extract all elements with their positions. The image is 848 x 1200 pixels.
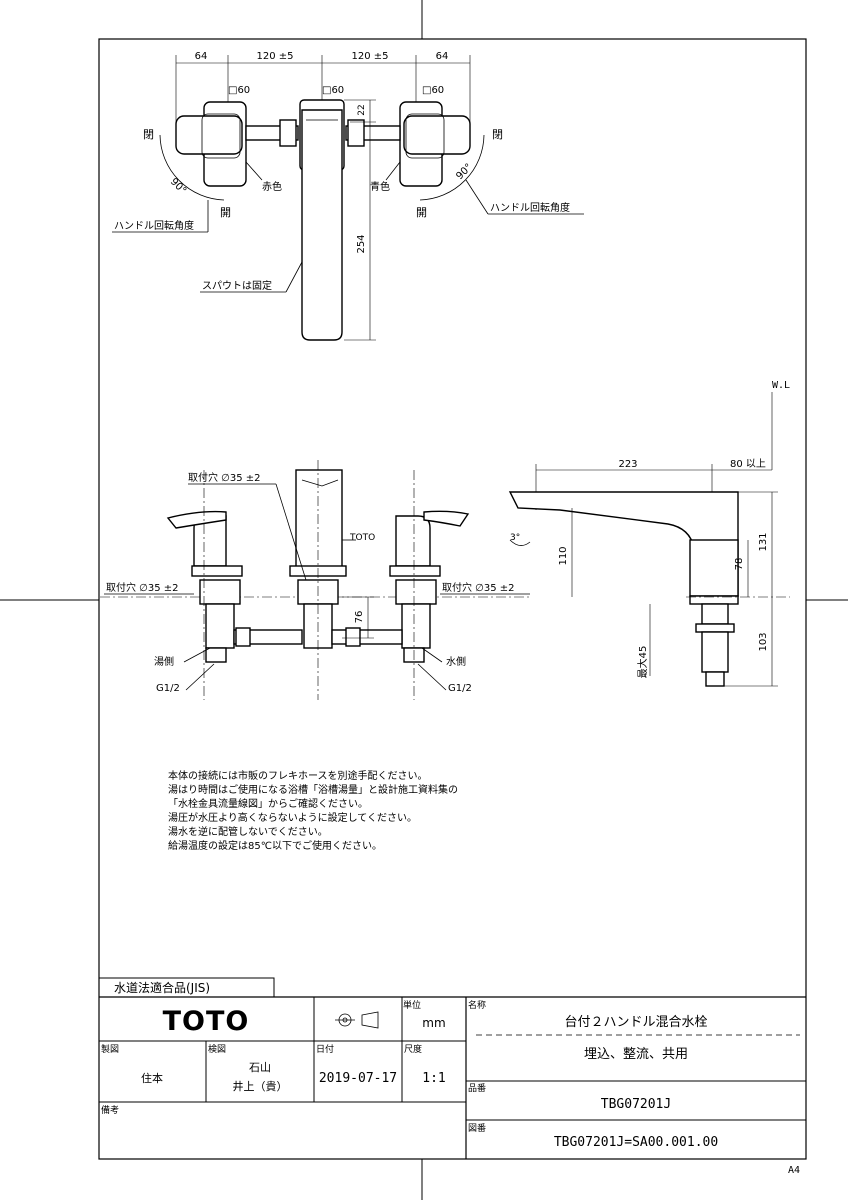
spout-arm (301, 109, 343, 341)
handle-left-lever (175, 115, 243, 155)
rotation-arc-left (159, 134, 225, 201)
label-cold-side: 水側 (446, 655, 466, 668)
label-close-left: 閉 (143, 128, 154, 141)
part-number: TBG07201J (601, 1097, 671, 1112)
jis-label: 水道法適合品(JIS) (114, 980, 210, 995)
unit-value: mm (422, 1016, 445, 1030)
dim-64-left: 64 (195, 51, 208, 62)
note-line: 湯水を逆に配管しないでください。 (168, 825, 328, 838)
handle-right-lever (403, 115, 471, 155)
dim-254: 254 (356, 234, 367, 253)
front-view: 取付穴 ∅35 ±2 取付穴 ∅35 ±2 取付穴 ∅35 ±2 TOTO 76… (100, 460, 530, 700)
product-name: 台付２ハンドル混合水栓 (564, 1015, 707, 1030)
label-red: 赤色 (262, 180, 282, 193)
rotation-arc-right (419, 134, 485, 201)
date-value: 2019-07-17 (319, 1071, 397, 1086)
dim-103: 103 (758, 632, 769, 651)
label-hole-right: 取付穴 ∅35 ±2 (442, 581, 515, 594)
product-subname: 埋込、整流、共用 (584, 1047, 688, 1062)
note-line: 本体の接続には市販のフレキホースを別途手配ください。 (168, 769, 428, 782)
brand-logo: TOTO (163, 1006, 250, 1037)
notes: 本体の接続には市販のフレキホースを別途手配ください。 湯はり時間はご使用になる浴… (168, 769, 458, 852)
label-wl: W.L (772, 380, 790, 391)
dim-sq60-left: □60 (228, 85, 250, 96)
name-label: 名称 (468, 999, 486, 1011)
paper-size: A4 (788, 1165, 800, 1176)
note-line: 「水栓金具流量線図」からご確認ください。 (168, 797, 368, 810)
label-open-left: 開 (220, 206, 231, 219)
label-g-right: G1/2 (448, 683, 472, 694)
angle-3: 3° (510, 533, 520, 543)
unit-label: 単位 (403, 999, 421, 1011)
checked-value-1: 石山 (249, 1061, 271, 1074)
label-hot-side: 湯側 (154, 655, 174, 668)
label-hole-left: 取付穴 ∅35 ±2 (106, 581, 179, 594)
spout-front (295, 469, 343, 569)
dim-120-left: 120 ±5 (256, 51, 293, 62)
label-spout-fixed: スパウトは固定 (202, 279, 272, 292)
remarks-label: 備考 (101, 1104, 119, 1116)
dim-223: 223 (618, 459, 637, 470)
drawn-value: 住本 (141, 1071, 163, 1085)
dim-110: 110 (558, 546, 569, 565)
dim-131: 131 (758, 532, 769, 551)
label-handle-rotation-left: ハンドル回転角度 (114, 219, 194, 232)
side-view: W.L 223 80 以上 131 110 78 103 最大45 3° (508, 380, 790, 687)
dim-80: 80 以上 (730, 458, 766, 470)
dim-120-right: 120 ±5 (351, 51, 388, 62)
scale-value: 1:1 (422, 1071, 445, 1086)
note-line: 給湯温度の設定は85℃以下でご使用ください。 (168, 839, 382, 852)
label-handle-rotation-right: ハンドル回転角度 (490, 201, 570, 214)
dim-max45: 最大45 (636, 646, 649, 679)
note-line: 湯はり時間はご使用になる浴槽「浴槽湯量」と設計施工資料集の (168, 783, 458, 796)
label-toto-mark: TOTO (349, 533, 375, 543)
dim-64-right: 64 (436, 51, 449, 62)
title-block: 水道法適合品(JIS) TOTO 単位 mm 名称 台付２ハンドル混合水栓 埋込… (98, 977, 806, 1159)
label-g-left: G1/2 (156, 683, 180, 694)
drawing-number: TBG07201J=SA00.001.00 (554, 1135, 718, 1150)
dim-sq60-mid: □60 (322, 85, 344, 96)
angle-right: 90° (454, 162, 474, 182)
projection-symbol (335, 1011, 379, 1029)
dim-sq60-right: □60 (422, 85, 444, 96)
label-hole-top: 取付穴 ∅35 ±2 (188, 471, 261, 484)
dim-22: 22 (357, 104, 367, 115)
dim-78: 78 (734, 558, 745, 571)
label-blue: 青色 (370, 180, 390, 193)
part-label: 品番 (468, 1082, 486, 1094)
checked-value-2: 井上（貴） (233, 1079, 288, 1093)
label-close-right: 閉 (492, 128, 503, 141)
angle-left: 90° (168, 176, 188, 196)
note-line: 湯圧が水圧より高くならないように設定してください。 (168, 811, 417, 824)
date-label: 日付 (316, 1044, 334, 1055)
sheet-border (98, 38, 807, 1160)
drawn-label: 製図 (101, 1043, 119, 1055)
drawing-number-label: 図番 (468, 1122, 486, 1134)
scale-label: 尺度 (404, 1043, 422, 1055)
label-open-right: 開 (416, 206, 427, 219)
checked-label: 検図 (208, 1043, 226, 1055)
plan-view: 64 120 ±5 120 ±5 64 □60 □60 □60 22 254 (112, 51, 584, 341)
dim-76: 76 (354, 611, 365, 624)
